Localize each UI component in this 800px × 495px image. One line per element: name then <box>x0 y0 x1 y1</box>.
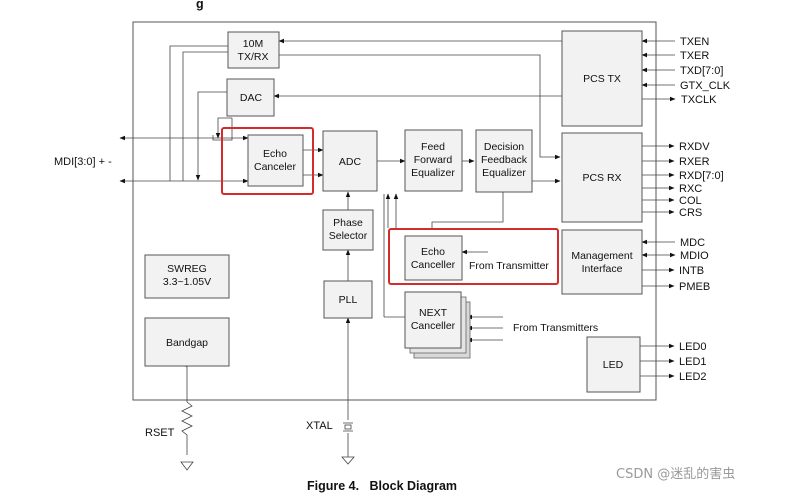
block-ffe-line2: Forward <box>414 154 453 166</box>
block-pll-label: PLL <box>339 294 358 306</box>
signal-rxc: RXC <box>679 183 702 195</box>
block-bandgap-label: Bandgap <box>166 337 208 349</box>
block-mgmt-line2: Interface <box>582 263 623 275</box>
block-adc: ADC <box>322 130 378 192</box>
signal-gtx-clk: GTX_CLK <box>680 80 731 92</box>
tx-signal-labels: TXEN TXER TXD[7:0] GTX_CLK TXCLK <box>680 36 731 106</box>
block-phase-line1: Phase <box>333 217 363 229</box>
block-ffe: Feed Forward Equalizer <box>404 129 463 192</box>
block-pll: PLL <box>323 280 373 319</box>
block-next-line1: NEXT <box>419 307 448 319</box>
signal-rxdv: RXDV <box>679 141 710 153</box>
block-led-label: LED <box>603 359 624 371</box>
block-phase-selector: Phase Selector <box>322 209 374 251</box>
block-10m-txrx: 10M TX/RX <box>227 31 280 69</box>
block-management-interface: Management Interface <box>561 229 643 295</box>
block-echo-canceller-2: Echo Canceller From Transmitter <box>404 235 549 281</box>
signal-rxer: RXER <box>679 156 710 168</box>
signal-intb: INTB <box>679 265 704 277</box>
signal-led1: LED1 <box>679 356 707 368</box>
block-dfe: Decision Feedback Equalizer <box>475 129 533 193</box>
block-pcs-rx: PCS RX <box>561 132 643 223</box>
block-pcsrx-label: PCS RX <box>582 172 621 184</box>
signal-crs: CRS <box>679 207 702 219</box>
signal-txclk: TXCLK <box>681 94 717 106</box>
block-led: LED <box>586 336 641 393</box>
figure-caption: Figure 4. Block Diagram <box>307 479 457 493</box>
rset-label: RSET <box>145 427 175 439</box>
signal-txen: TXEN <box>680 36 709 48</box>
block-ffe-line1: Feed <box>421 141 445 153</box>
highlight-echo-canceler <box>221 127 314 195</box>
block-ffe-line3: Equalizer <box>411 167 455 179</box>
signal-mdc: MDC <box>680 237 705 249</box>
next-note: From Transmitters <box>513 322 598 334</box>
header-fragment: g <box>196 0 204 11</box>
block-echo2-line2: Canceller <box>411 259 456 271</box>
signal-led0: LED0 <box>679 341 707 353</box>
mdi-label: MDI[3:0] + - <box>54 156 112 168</box>
block-dfe-line2: Feedback <box>481 154 528 166</box>
block-bandgap: Bandgap <box>144 317 230 367</box>
signal-pmeb: PMEB <box>679 281 710 293</box>
signal-led2: LED2 <box>679 371 707 383</box>
xtal-label: XTAL <box>306 420 333 432</box>
block-swreg: SWREG 3.3~1.05V <box>144 254 230 299</box>
block-pcs-tx: PCS TX <box>561 30 643 127</box>
block-dac: DAC <box>226 78 275 117</box>
rx-signal-labels: RXDV RXER RXD[7:0] RXC COL CRS <box>679 141 724 219</box>
block-echo-canceler-1: Echo Canceler <box>247 134 304 187</box>
block-phase-line2: Selector <box>329 230 368 242</box>
block-adc-label: ADC <box>339 156 362 168</box>
block-echo2-line1: Echo <box>421 246 445 258</box>
signal-rxd: RXD[7:0] <box>679 170 724 182</box>
block-next-line2: Canceller <box>411 320 456 332</box>
block-swreg-line1: SWREG <box>167 263 207 275</box>
block-10m-line2: TX/RX <box>238 51 269 63</box>
block-echo1-line1: Echo <box>263 148 287 160</box>
block-swreg-line2: 3.3~1.05V <box>163 276 211 288</box>
signal-txer: TXER <box>680 50 709 62</box>
signal-mdio: MDIO <box>680 250 709 262</box>
block-dac-label: DAC <box>240 92 263 104</box>
block-echo1-line2: Canceler <box>254 161 297 173</box>
signal-col: COL <box>679 195 702 207</box>
block-dfe-line1: Decision <box>484 141 524 153</box>
signal-txd: TXD[7:0] <box>680 65 723 77</box>
watermark: CSDN @迷乱的害虫 <box>616 466 735 482</box>
block-dfe-line3: Equalizer <box>482 167 526 179</box>
led-signal-labels: LED0 LED1 LED2 <box>679 341 707 383</box>
highlight-echo-canceller-2 <box>388 228 559 285</box>
wires <box>119 38 676 471</box>
block-10m-line1: 10M <box>243 38 263 50</box>
echo2-note: From Transmitter <box>469 260 549 272</box>
block-pcstx-label: PCS TX <box>583 73 621 85</box>
block-mgmt-line1: Management <box>571 250 632 262</box>
block-next-canceller: NEXT Canceller From Transmitters <box>404 291 598 359</box>
mgmt-signal-labels: MDC MDIO INTB PMEB <box>679 237 710 293</box>
